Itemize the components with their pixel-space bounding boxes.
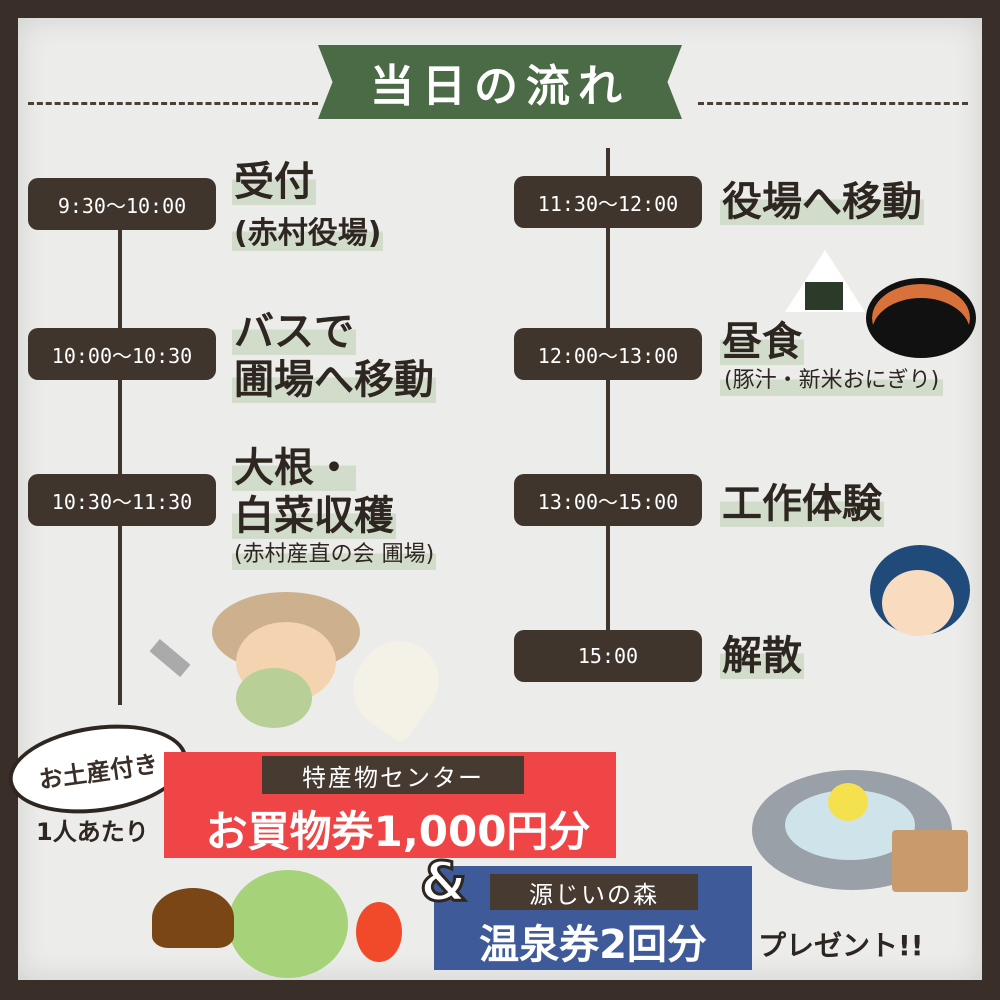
ampersand: & xyxy=(418,849,468,915)
time-pill: 9:30〜10:00 xyxy=(28,178,216,230)
schedule-label: 大根・白菜収穫(赤村産直の会 圃場) xyxy=(232,444,437,570)
ticket-text: 温泉券2回分 xyxy=(479,922,707,968)
timeline-right xyxy=(606,148,610,638)
time-pill: 11:30〜12:00 xyxy=(514,176,702,228)
ticket-tag: 源じいの森 xyxy=(490,874,698,910)
cabbage-illustration xyxy=(236,668,312,728)
divider xyxy=(698,102,968,105)
schedule-label: バスで圃場へ移動 xyxy=(232,309,436,403)
per-person-label: 1人あたり xyxy=(36,818,149,846)
duck-icon xyxy=(828,783,868,821)
page-title: 当日の流れ xyxy=(318,45,682,119)
schedule-label: 昼食(豚汁・新米おにぎり) xyxy=(720,318,944,396)
mushroom-illustration xyxy=(152,888,234,948)
time-pill: 15:00 xyxy=(514,630,702,682)
ticket-text: お買物券1,000円分 xyxy=(205,807,591,856)
divider xyxy=(28,102,318,105)
timeline-left xyxy=(118,200,122,705)
miso-soup-bowl-illustration xyxy=(866,278,976,358)
time-pill: 13:00〜15:00 xyxy=(514,474,702,526)
cabbage-illustration xyxy=(228,870,348,978)
schedule-label: 解散 xyxy=(720,633,804,679)
onigiri-nori xyxy=(805,282,843,310)
child-face xyxy=(882,570,954,636)
time-pill: 10:00〜10:30 xyxy=(28,328,216,380)
schedule-label: 工作体験 xyxy=(720,481,884,527)
present-label: プレゼント!! xyxy=(758,929,924,962)
schedule-label: 役場へ移動 xyxy=(720,179,924,225)
time-pill: 12:00〜13:00 xyxy=(514,328,702,380)
strawberry-icon xyxy=(356,902,402,962)
ticket-tag: 特産物センター xyxy=(262,756,524,794)
bucket-icon xyxy=(892,830,968,892)
time-pill: 10:30〜11:30 xyxy=(28,474,216,526)
schedule-label: 受付(赤村役場) xyxy=(232,159,384,251)
